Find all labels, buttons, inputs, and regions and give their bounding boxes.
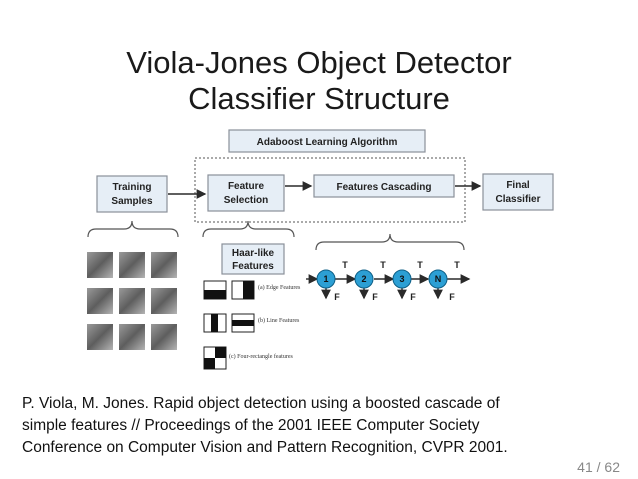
- feature-label-line2: Selection: [224, 195, 268, 206]
- node-label-n: N: [435, 274, 442, 284]
- node-label-1: 1: [323, 274, 328, 284]
- true-label-3: T: [417, 260, 423, 270]
- false-label-1: F: [334, 292, 340, 302]
- citation-line-1: P. Viola, M. Jones. Rapid object detecti…: [22, 395, 500, 412]
- cascade-node-1: [316, 269, 336, 289]
- training-samples-box: [96, 175, 168, 213]
- node-label-3: 3: [399, 274, 404, 284]
- feature-selection-box: [207, 174, 285, 212]
- node-label-2: 2: [361, 274, 366, 284]
- false-label-3: F: [410, 292, 416, 302]
- true-label-4: T: [454, 260, 460, 270]
- false-label-2: F: [372, 292, 378, 302]
- page-number: 41 / 62: [577, 459, 620, 475]
- adaboost-region: [194, 157, 466, 223]
- final-label-line1: Final: [506, 180, 530, 191]
- true-label-1: T: [342, 260, 348, 270]
- adaboost-box: [228, 129, 426, 153]
- cascade-node-2: [354, 269, 374, 289]
- true-label-2: T: [380, 260, 386, 270]
- haar-features-box: [221, 243, 285, 275]
- training-sample-images: [87, 252, 177, 350]
- haar-label-line1: Haar-like: [232, 248, 275, 259]
- brace-training: [87, 220, 179, 238]
- slide-title-line-1: Viola-Jones Object Detector: [126, 45, 512, 80]
- citation-line-3: Conference on Computer Vision and Patter…: [22, 439, 508, 456]
- final-classifier-box: [482, 173, 554, 211]
- slide-title-line-2: Classifier Structure: [188, 81, 450, 116]
- citation: P. Viola, M. Jones. Rapid object detecti…: [22, 393, 622, 459]
- final-label-line2: Classifier: [495, 194, 540, 205]
- haar-label-line2: Features: [232, 261, 274, 272]
- cascade-node-n: [428, 269, 448, 289]
- cascade-chain: [306, 269, 471, 300]
- adaboost-label: Adaboost Learning Algorithm: [257, 137, 398, 148]
- false-label-4: F: [449, 292, 455, 302]
- citation-line-2: simple features // Proceedings of the 20…: [22, 417, 480, 434]
- training-label-line2: Samples: [111, 196, 153, 207]
- training-label-line1: Training: [113, 182, 152, 193]
- haar-feature-examples: [203, 280, 255, 370]
- features-cascading-box: [313, 174, 455, 198]
- edge-features-caption: (a) Edge Features: [258, 284, 301, 291]
- cascading-label: Features Cascading: [336, 182, 431, 193]
- line-features-caption: (b) Line Features: [258, 317, 300, 324]
- brace-haar: [202, 220, 295, 238]
- brace-cascade: [315, 233, 465, 251]
- cascade-node-3: [392, 269, 412, 289]
- four-rect-features-caption: (c) Four-rectangle features: [229, 353, 294, 360]
- feature-label-line1: Feature: [228, 181, 265, 192]
